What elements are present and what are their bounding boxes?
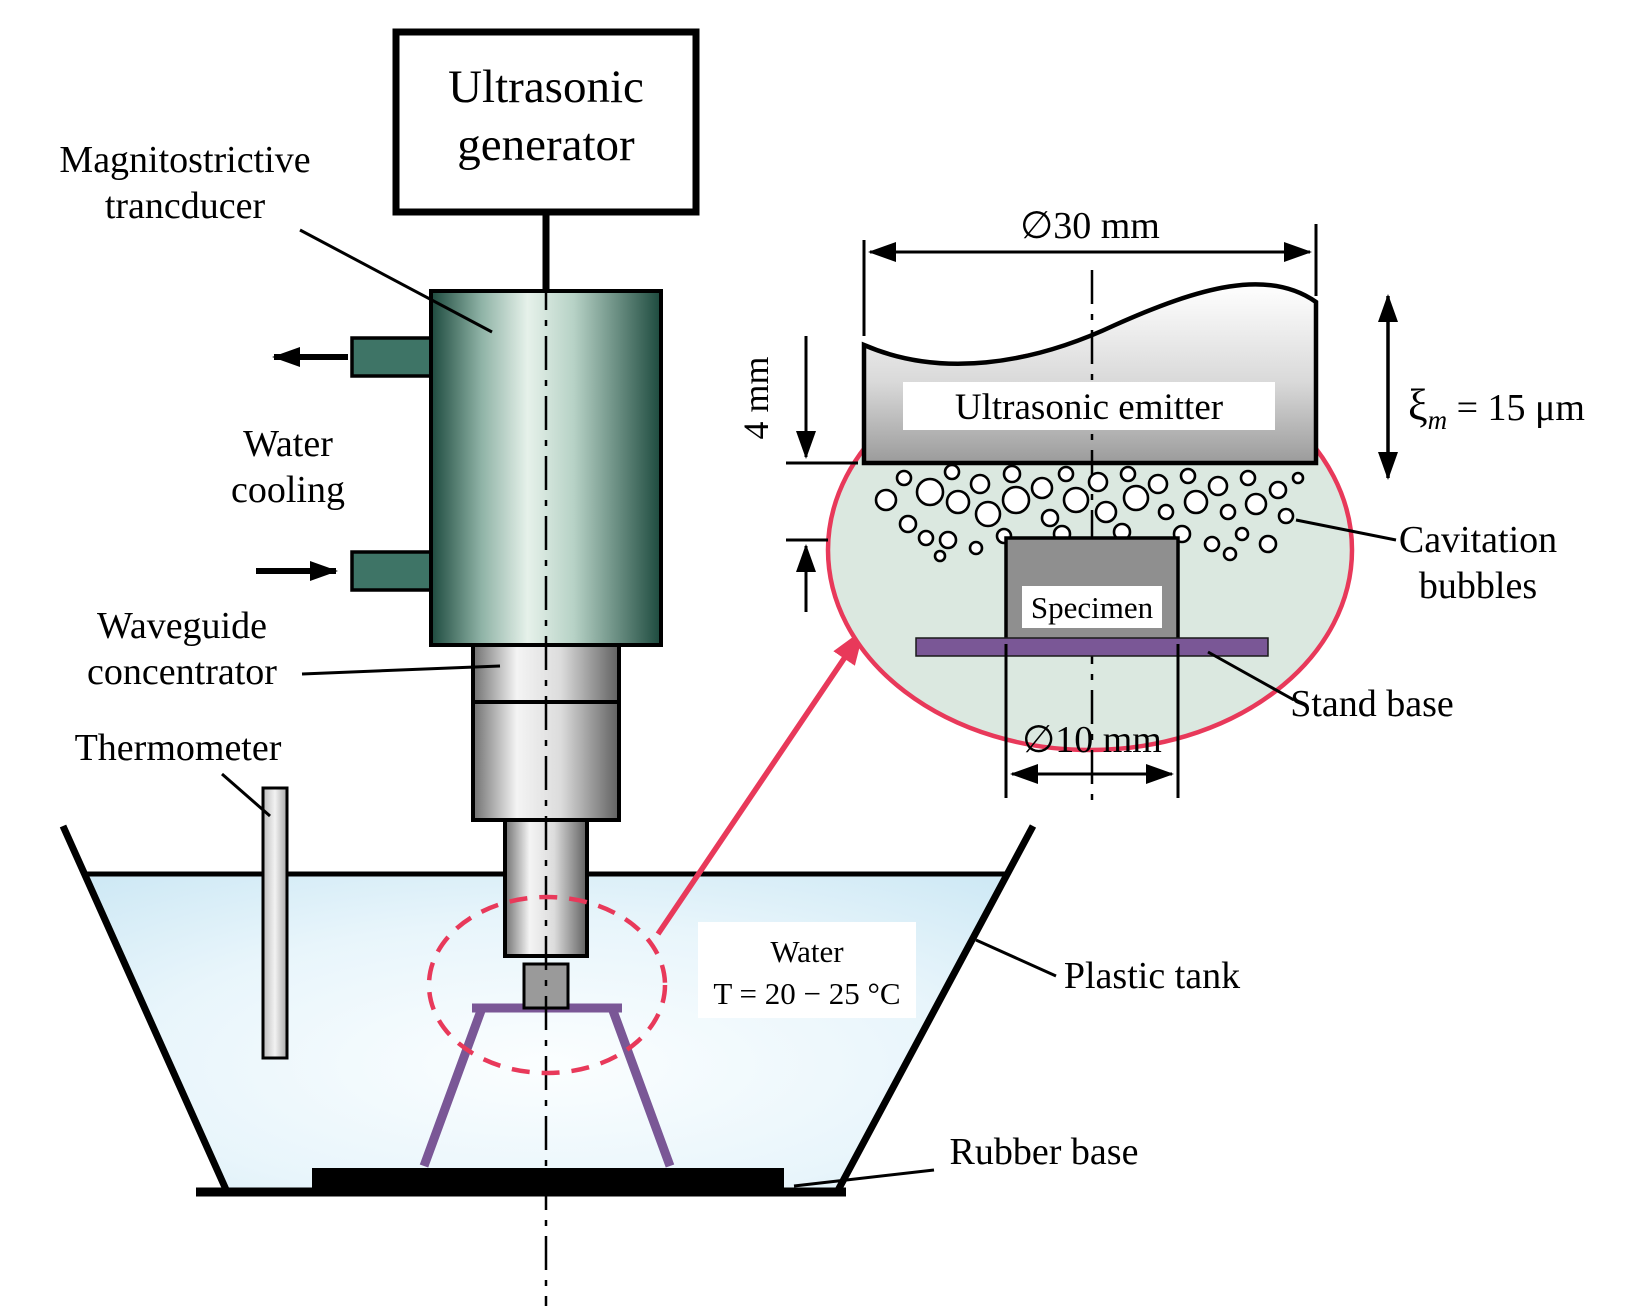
plastic-tank-label: Plastic tank [1064, 955, 1240, 997]
cavitation-bubble [1268, 480, 1288, 500]
cavitation-bubble [895, 469, 913, 487]
stand-base-label: Stand base [1290, 683, 1454, 725]
cavitation-bubble [1244, 492, 1268, 516]
cavitation-bubble [1147, 473, 1169, 495]
cavitation-bubble [1122, 484, 1150, 512]
cavitation-bubble [1203, 535, 1221, 553]
cavitation-bubble [933, 549, 947, 563]
cavitation-bubble [1040, 508, 1060, 528]
amplitude-annotation: ξm = 15 μm [1378, 294, 1585, 480]
cavitation-bubble [1277, 507, 1295, 525]
dim10-label: ∅10 mm [1022, 719, 1162, 761]
specimen-label: Specimen [1031, 590, 1154, 625]
amplitude-label: ξm = 15 μm [1408, 381, 1585, 435]
cavitation-bubble [938, 530, 958, 550]
zoom-arrow [655, 628, 865, 936]
cavitation-bubble [915, 477, 945, 507]
rubber-base-bar [312, 1168, 784, 1194]
amplitude-subscript: m [1428, 405, 1448, 435]
zoom-region-ellipse [426, 894, 668, 1076]
tank-left-wall [59, 824, 232, 1196]
transducer-pointer-line [299, 228, 493, 334]
dim-gap-4mm: 4 mm [736, 336, 858, 612]
rubber-base-pointer-line [793, 1168, 935, 1188]
waveguide-label-line1: Waveguide [97, 605, 267, 647]
cavitation-bubble [1002, 464, 1022, 484]
cavitation-label-line1: Cavitation [1399, 519, 1557, 561]
cooling-pipe-out [350, 336, 436, 378]
cavitation-bubble [943, 463, 961, 481]
magnetostrictive-transducer [350, 289, 663, 647]
stand-base-pointer-line [1207, 650, 1295, 702]
transducer-label-line2: trancducer [105, 185, 266, 227]
cavitation-pointer-line [1295, 518, 1397, 542]
waveguide-pointer-line [301, 664, 501, 676]
cavitation-bubble [1001, 485, 1031, 515]
cavitation-bubble [874, 488, 898, 512]
cavitation-bubble [1183, 489, 1209, 515]
cavitation-bubble [1239, 469, 1257, 487]
detail-view: Ultrasonic emitter Specimen ∅30 mm ξm = … [736, 205, 1585, 806]
water-note-line1: Water [770, 934, 844, 969]
amplitude-value: = 15 μm [1447, 387, 1585, 429]
water-note: Water T = 20 − 25 °C [698, 922, 916, 1018]
cavitation-bubble [917, 529, 935, 547]
waveguide-upper [471, 643, 621, 822]
water-cooling-label-line2: cooling [231, 469, 345, 511]
cavitation-bubble [1157, 503, 1175, 521]
cavitation-bubble [974, 500, 1002, 528]
thermometer-label: Thermometer [75, 727, 282, 769]
cavitation-bubble [1219, 503, 1237, 521]
cavitation-bubble [1179, 467, 1197, 485]
cavitation-bubble [1222, 546, 1238, 562]
water-cooling-label-line1: Water [243, 423, 333, 465]
cavitation-bubble [968, 540, 984, 556]
thermometer-rod [261, 786, 289, 1060]
emitter-label-box [903, 382, 1275, 430]
waveguide-concentrator [471, 643, 621, 958]
main-labels: Magnitostrictive trancducer Water coolin… [59, 139, 1240, 1188]
water-note-line2: T = 20 − 25 °C [713, 976, 900, 1011]
ultrasonic-emitter-shape [861, 282, 1319, 466]
thermometer-pointer-line [221, 772, 271, 818]
cavitation-bubble [1030, 476, 1054, 500]
dim30-label: ∅30 mm [1020, 205, 1160, 247]
waveguide-label-line2: concentrator [87, 651, 277, 693]
rubber-base-label: Rubber base [950, 1131, 1139, 1173]
cavitation-bubble [898, 514, 918, 534]
tank-right-wall [832, 824, 1037, 1196]
cavitation-bubble [1291, 471, 1305, 485]
cooling-pipe-in [350, 550, 436, 592]
cavitation-bubble [945, 489, 971, 515]
ultrasonic-generator: Ultrasonic generator [392, 28, 700, 294]
emitter-label: Ultrasonic emitter [955, 387, 1223, 428]
cavitation-bubble [1094, 500, 1118, 524]
cavitation-bubble [1119, 465, 1137, 483]
cavitation-bubble [969, 473, 991, 495]
stand-base-bar [915, 637, 1269, 657]
cavitation-bubble [1207, 475, 1229, 497]
dim4-label: 4 mm [736, 356, 776, 439]
dim-diameter-30: ∅30 mm [862, 205, 1318, 336]
cavitation-bubble [1258, 534, 1278, 554]
amplitude-symbol: ξ [1408, 381, 1428, 430]
generator-label-line2: generator [457, 119, 635, 171]
transducer-label-line1: Magnitostrictive [59, 139, 310, 181]
water-cooling-arrows [256, 347, 348, 581]
cavitation-bubble [1057, 465, 1075, 483]
generator-label-line1: Ultrasonic [448, 61, 644, 113]
water-note-box [698, 922, 916, 1018]
cavitation-bubble [1087, 471, 1109, 493]
cavitation-bubble [1062, 486, 1090, 514]
cavitation-bubble [1234, 526, 1250, 542]
specimen-label-box [1022, 586, 1162, 628]
plastic-tank-pointer-line [975, 938, 1057, 978]
cavitation-label-line2: bubbles [1419, 565, 1537, 607]
dim-diameter-10: ∅10 mm [1004, 644, 1180, 798]
